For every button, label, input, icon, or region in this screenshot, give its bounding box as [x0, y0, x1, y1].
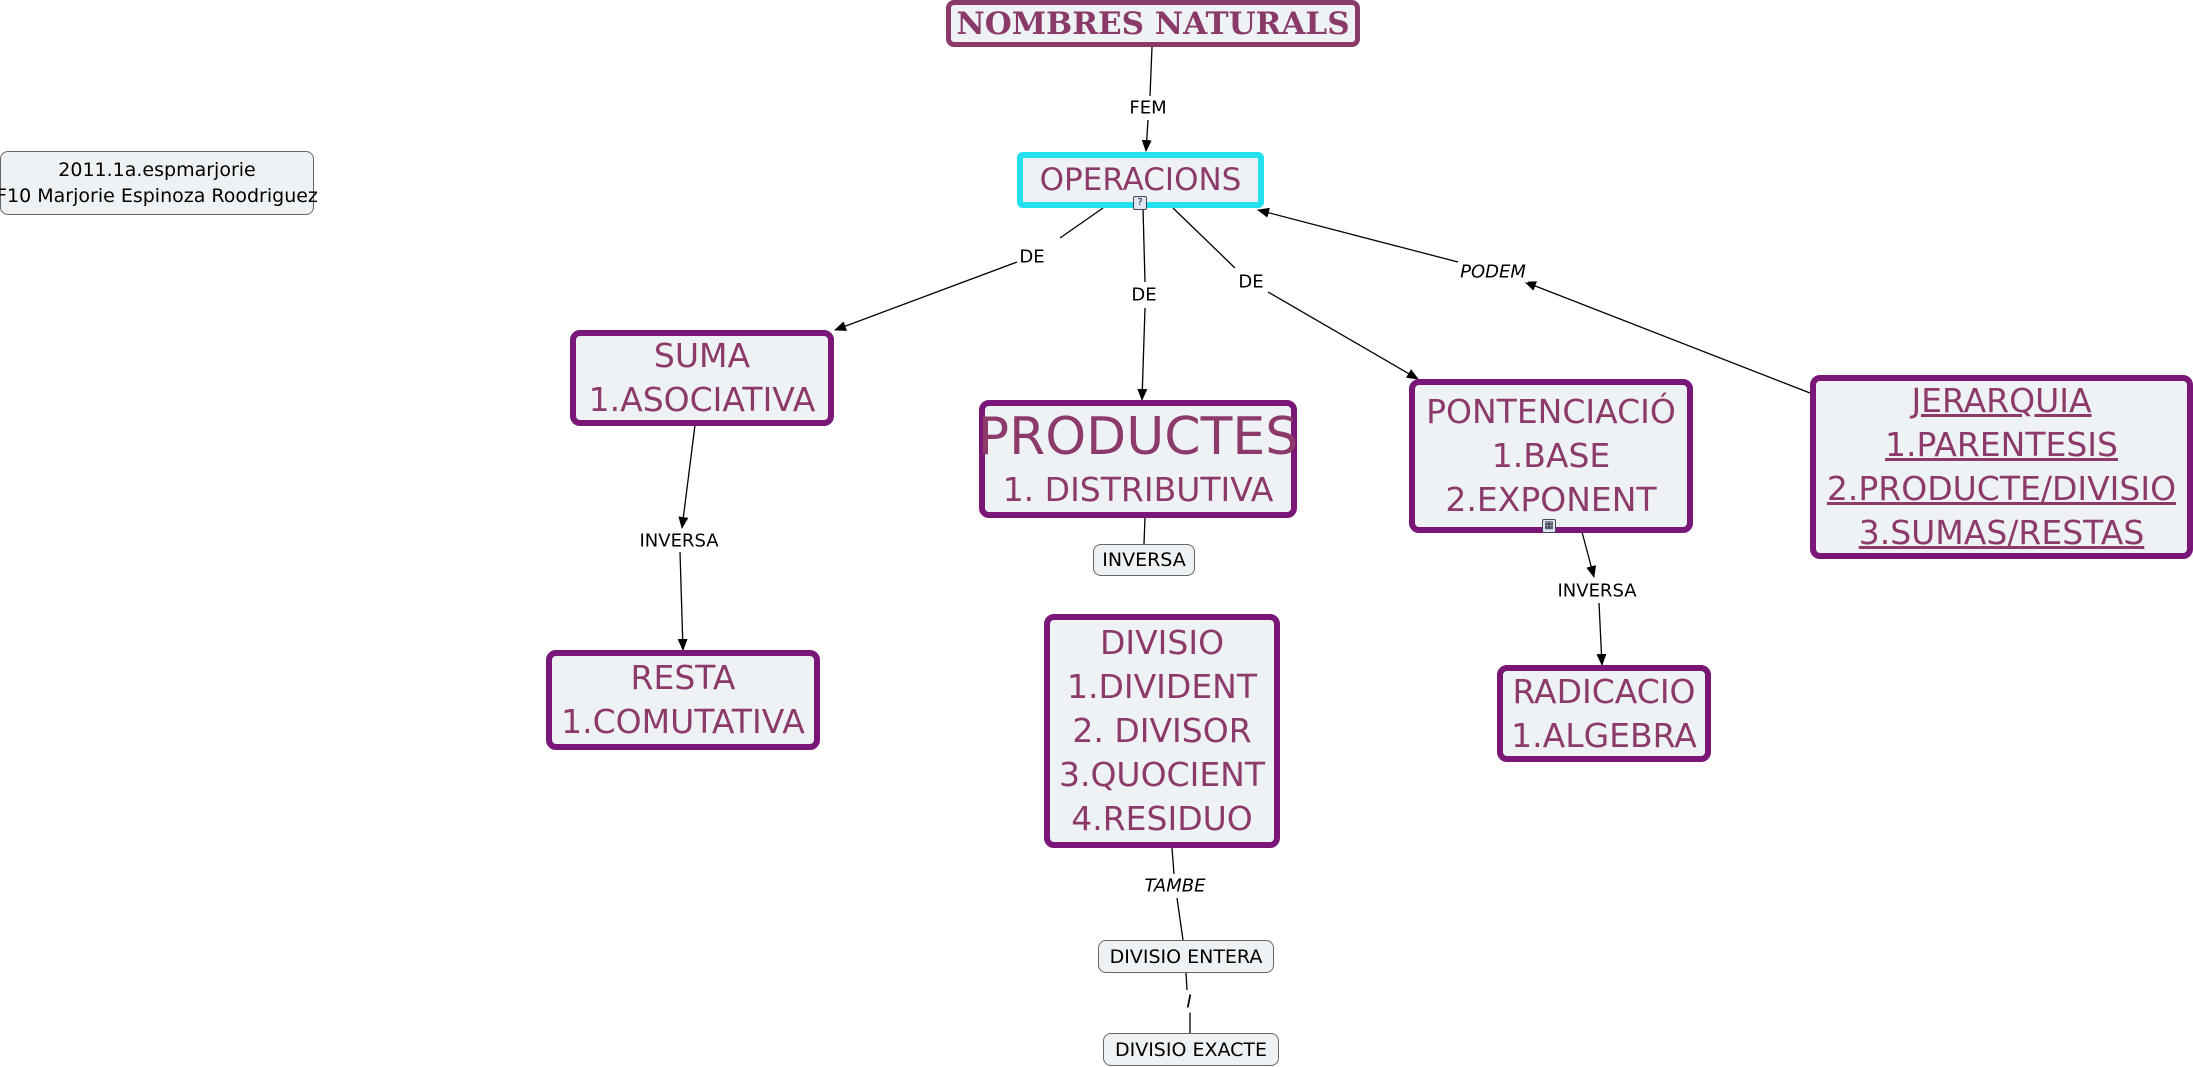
- divisio-item: 1.DIVIDENT: [1066, 667, 1258, 706]
- resource-icon[interactable]: ▦: [1542, 519, 1556, 533]
- divisio-node[interactable]: DIVISIO 1.DIVIDENT 2. DIVISOR 3.QUOCIENT…: [1044, 614, 1280, 848]
- link-line: [1172, 207, 1236, 269]
- radicacio-item: 1.ALGEBRA: [1511, 715, 1697, 755]
- link-line: [1171, 847, 1175, 875]
- link-line: [1059, 207, 1104, 239]
- resta-title: RESTA: [630, 658, 736, 697]
- radicacio-node[interactable]: RADICACIO 1.ALGEBRA: [1497, 665, 1711, 762]
- link-line: [678, 424, 696, 529]
- link-line: [1142, 207, 1146, 283]
- link-label-de-suma: DE: [1017, 246, 1047, 268]
- link-label-podem: PODEM: [1458, 261, 1528, 283]
- link-label-tambe: TAMBE: [1142, 875, 1208, 897]
- radicacio-title: RADICACIO: [1512, 671, 1696, 711]
- link-line: [1143, 516, 1146, 545]
- jerarquia-item: 2.PRODUCTE/DIVISIO: [1826, 469, 2177, 508]
- potenciacio-node[interactable]: PONTENCIACIÓ 1.BASE 2.EXPONENT: [1409, 379, 1693, 533]
- divisio-item: 4.RESIDUO: [1071, 799, 1253, 838]
- link-label-i: I: [1184, 991, 1194, 1013]
- jerarquia-item: 1.PARENTESIS: [1885, 425, 2118, 464]
- productes-item: 1. DISTRIBUTIVA: [1002, 470, 1274, 509]
- divisio-entera-box[interactable]: DIVISIO ENTERA: [1098, 940, 1274, 973]
- link-line: [1581, 531, 1596, 578]
- jerarquia-title: JERARQUIA: [1911, 381, 2092, 420]
- link-line: [1137, 307, 1148, 401]
- resta-node[interactable]: RESTA 1.COMUTATIVA: [546, 650, 820, 750]
- potenciacio-item: 1.BASE: [1491, 436, 1611, 475]
- author-box-line2: F10 Marjorie Espinoza Roodriguez: [0, 185, 318, 207]
- resta-item: 1.COMUTATIVA: [561, 702, 805, 741]
- resource-icon[interactable]: ?: [1133, 196, 1147, 210]
- link-line: [1596, 602, 1607, 666]
- divisio-entera-text: DIVISIO ENTERA: [1109, 945, 1263, 968]
- jerarquia-node[interactable]: JERARQUIA 1.PARENTESIS 2.PRODUCTE/DIVISI…: [1810, 375, 2193, 559]
- link-line: [1176, 897, 1184, 941]
- jerarquia-item: 3.SUMAS/RESTAS: [1858, 513, 2145, 552]
- divisio-item: 2. DIVISOR: [1072, 711, 1252, 750]
- divisio-exacte-box[interactable]: DIVISIO EXACTE: [1103, 1033, 1279, 1066]
- author-box[interactable]: 2011.1a.espmarjorie F10 Marjorie Espinoz…: [0, 151, 318, 215]
- operacions-node-text: OPERACIONS: [1039, 162, 1242, 198]
- link-line: [834, 261, 1018, 331]
- link-line: [1524, 281, 1811, 394]
- title-node-text: NOMBRES NATURALS: [956, 5, 1350, 42]
- link-line: [1185, 972, 1188, 991]
- divisio-exacte-text: DIVISIO EXACTE: [1114, 1038, 1268, 1061]
- link-label-de-productes: DE: [1129, 284, 1159, 306]
- potenciacio-title: PONTENCIACIÓ: [1426, 392, 1676, 431]
- title-node[interactable]: NOMBRES NATURALS: [946, 0, 1360, 47]
- divisio-title: DIVISIO: [1099, 623, 1225, 662]
- inversa-box-text: INVERSA: [1102, 549, 1186, 571]
- link-label-inversa-potencia: INVERSA: [1555, 580, 1639, 602]
- link-label-de-potencia: DE: [1236, 271, 1266, 293]
- suma-item: 1.ASOCIATIVA: [588, 380, 816, 419]
- productes-node[interactable]: PRODUCTES 1. DISTRIBUTIVA: [977, 400, 1299, 518]
- link-line: [1149, 46, 1153, 97]
- inversa-box[interactable]: INVERSA: [1093, 544, 1195, 576]
- divisio-item: 3.QUOCIENT: [1058, 755, 1266, 794]
- suma-node[interactable]: SUMA 1.ASOCIATIVA: [570, 330, 834, 426]
- link-line: [1267, 291, 1419, 380]
- productes-title: PRODUCTES: [977, 407, 1299, 467]
- link-line: [677, 551, 688, 651]
- potenciacio-item: 2.EXPONENT: [1445, 480, 1657, 519]
- author-box-line1: 2011.1a.espmarjorie: [58, 159, 256, 181]
- link-line: [1257, 207, 1459, 263]
- suma-title: SUMA: [653, 336, 751, 375]
- link-label-inversa-suma: INVERSA: [637, 530, 721, 552]
- link-label-fem: FEM: [1127, 97, 1169, 119]
- link-arrow: [1141, 119, 1152, 152]
